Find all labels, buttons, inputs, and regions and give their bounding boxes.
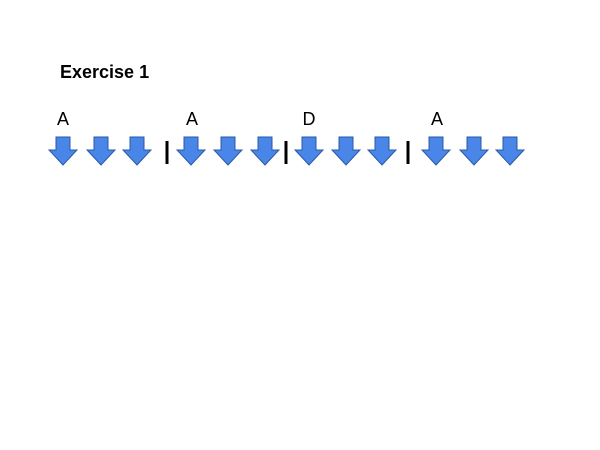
down-arrow-icon xyxy=(366,136,398,166)
down-arrow-icon xyxy=(212,136,244,166)
down-arrow-icon xyxy=(47,136,79,166)
down-arrow-icon xyxy=(420,136,452,166)
down-arrow-icon xyxy=(458,136,490,166)
down-arrow-icon xyxy=(85,136,117,166)
beat-label: D xyxy=(302,109,316,129)
bar-separator xyxy=(284,141,288,164)
down-arrow-icon xyxy=(494,136,526,166)
beat-label: A xyxy=(430,109,444,129)
beat-label: A xyxy=(56,109,70,129)
bar-separator xyxy=(406,141,410,164)
down-arrow-icon xyxy=(293,136,325,166)
down-arrow-icon xyxy=(330,136,362,166)
slide-title: Exercise 1 xyxy=(60,62,150,82)
bar-separator xyxy=(165,141,169,164)
beat-label: A xyxy=(185,109,199,129)
down-arrow-icon xyxy=(175,136,207,166)
down-arrow-icon xyxy=(121,136,153,166)
down-arrow-icon xyxy=(249,136,281,166)
